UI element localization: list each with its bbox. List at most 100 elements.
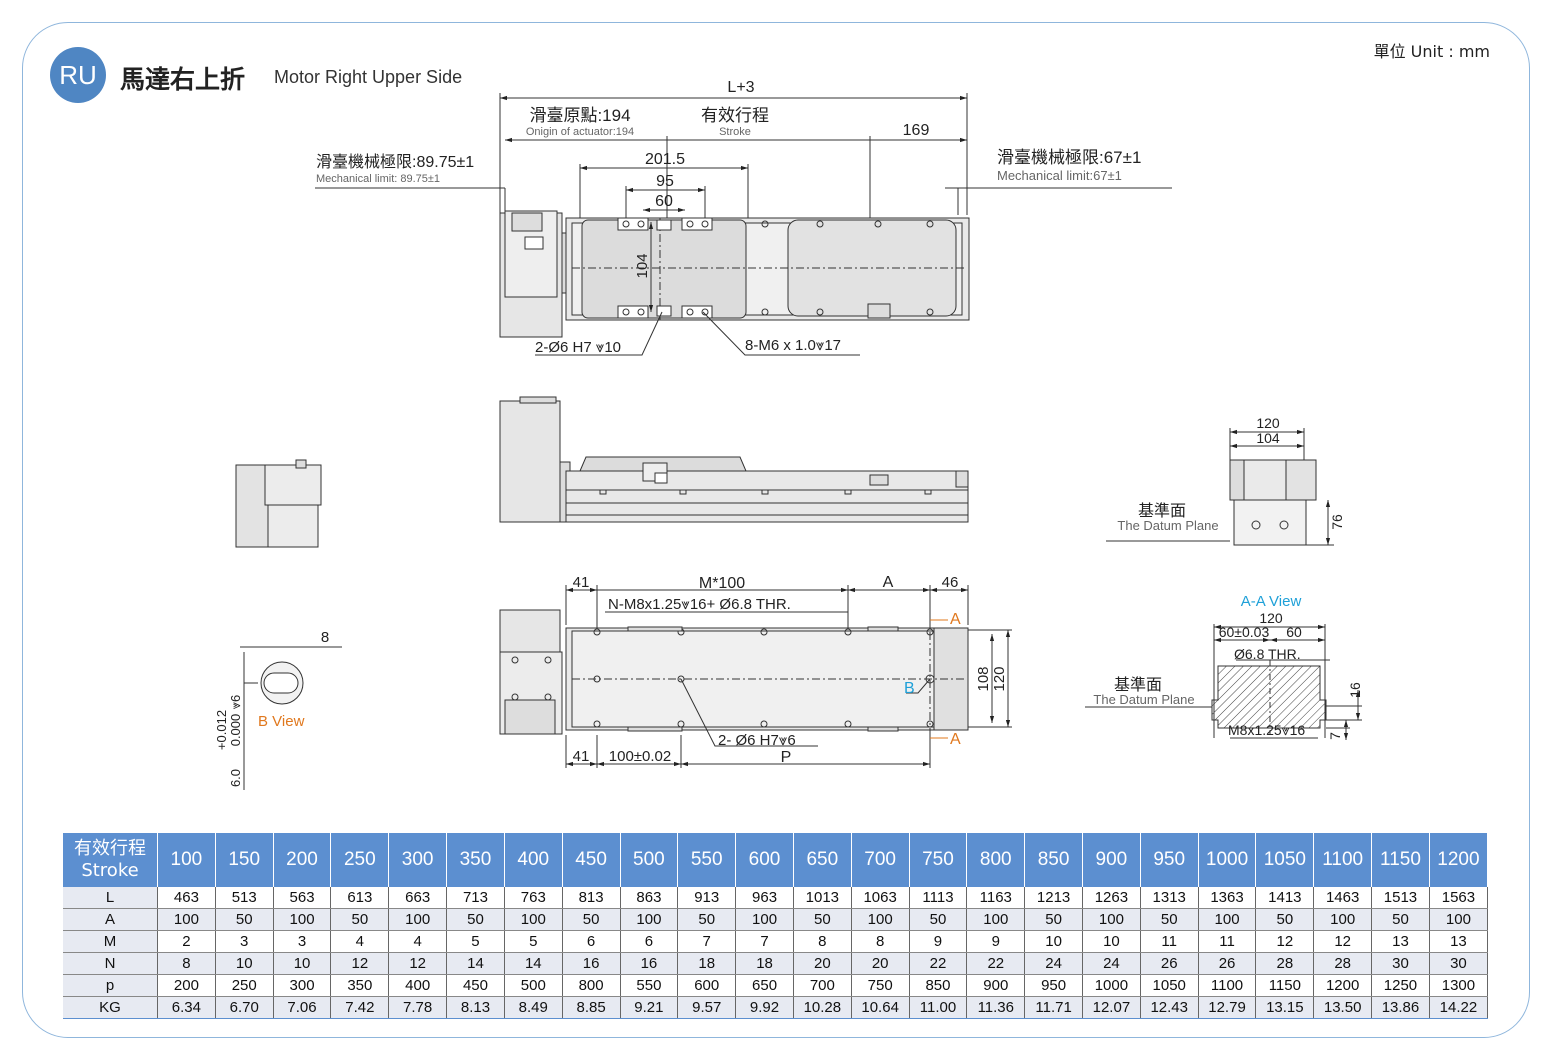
table-cell: 8.85 — [562, 996, 621, 1019]
table-cell: 26 — [1140, 952, 1199, 975]
carriage-top — [581, 219, 747, 319]
table-cell: 8.13 — [446, 996, 505, 1019]
table-cell: 913 — [677, 887, 737, 909]
label-bottom-46: 46 — [942, 574, 959, 591]
model-badge: RU — [50, 47, 106, 103]
table-cell: 663 — [388, 887, 448, 909]
table-cell: 1313 — [1140, 887, 1199, 909]
table-cell: 10.28 — [793, 996, 852, 1019]
label-aa-60-tol: 60±0.03 — [1219, 624, 1270, 640]
table-cell: 12.79 — [1198, 996, 1257, 1019]
label-end-76: 76 — [1329, 514, 1345, 530]
table-cell: 300 — [273, 974, 332, 997]
label-b-tol-bottom: 0.000 — [228, 714, 243, 747]
stroke-header-cell: 250 — [330, 833, 390, 887]
stroke-header-cell: 1100 — [1313, 833, 1373, 887]
table-cell: 10 — [1082, 930, 1141, 953]
row-label: p — [63, 974, 158, 997]
table-cell: 50 — [562, 908, 621, 931]
stroke-header-cell: 550 — [677, 833, 737, 887]
table-cell: 10 — [273, 952, 332, 975]
stroke-header-cell: 700 — [851, 833, 910, 887]
stroke-header-cell: 750 — [909, 833, 968, 887]
table-cell: 13.15 — [1255, 996, 1315, 1019]
table-cell: 1150 — [1255, 974, 1315, 997]
table-cell: 24 — [1024, 952, 1083, 975]
table-cell: 250 — [215, 974, 274, 997]
unit-label: 單位 Unit : mm — [1373, 42, 1490, 61]
spec-header-en: Stroke — [81, 860, 139, 881]
table-cell: 863 — [620, 887, 679, 909]
label-bottom-120: 120 — [991, 666, 1008, 691]
table-cell: 13 — [1371, 930, 1430, 953]
table-cell: 6 — [620, 930, 679, 953]
table-cell: 30 — [1429, 952, 1489, 975]
table-cell: 13.86 — [1371, 996, 1430, 1019]
table-cell: 22 — [909, 952, 968, 975]
label-b-depth: ⩔6 — [228, 695, 243, 710]
table-cell: 11.36 — [966, 996, 1026, 1019]
label-bottom-108: 108 — [975, 666, 992, 691]
table-cell: 1413 — [1255, 887, 1315, 909]
top-view-labels: L+3 滑臺原點:194 Onigin of actuator:194 有效行程… — [316, 79, 1141, 356]
table-cell: 6 — [562, 930, 621, 953]
table-cell: 14.22 — [1429, 996, 1489, 1019]
table-cell: 100 — [1198, 908, 1257, 931]
table-cell: 1063 — [851, 887, 910, 909]
table-cell: 20 — [851, 952, 910, 975]
label-mech-left-en: Mechanical limit: 89.75±1 — [316, 173, 440, 185]
table-cell: 100 — [388, 908, 448, 931]
label-end-datum-zh: 基準面 — [1138, 502, 1186, 520]
title-english: Motor Right Upper Side — [274, 67, 463, 87]
table-cell: 8 — [851, 930, 910, 953]
stroke-header-cell: 100 — [157, 833, 216, 887]
label-origin-zh: 滑臺原點:194 — [529, 106, 630, 125]
label-b-view: B View — [258, 713, 305, 730]
table-cell: 1363 — [1198, 887, 1257, 909]
label-aa-120: 120 — [1259, 610, 1283, 626]
table-cell: 9.57 — [677, 996, 737, 1019]
table-cell: 7.78 — [388, 996, 448, 1019]
table-cell: 463 — [157, 887, 216, 909]
table-cell: 28 — [1313, 952, 1373, 975]
label-stroke-en: Stroke — [719, 126, 751, 138]
table-cell: 14 — [504, 952, 563, 975]
stroke-header-cell: 950 — [1140, 833, 1199, 887]
table-cell: 50 — [1371, 908, 1430, 931]
table-cell: 12 — [388, 952, 448, 975]
label-b-dia: 6.0 — [228, 769, 243, 787]
table-cell: 513 — [215, 887, 274, 909]
table-cell: 4 — [330, 930, 390, 953]
table-cell: 700 — [793, 974, 852, 997]
table-cell: 12 — [1255, 930, 1315, 953]
label-pin-hole: 2-Ø6 H7 ⩔10 — [535, 339, 621, 356]
table-cell: 7 — [735, 930, 794, 953]
table-cell: 50 — [1024, 908, 1083, 931]
stroke-header-cell: 850 — [1024, 833, 1083, 887]
table-cell: 613 — [330, 887, 390, 909]
table-cell: 900 — [966, 974, 1026, 997]
table-cell: 1263 — [1082, 887, 1141, 909]
table-cell: 1563 — [1429, 887, 1489, 909]
spec-header-zh: 有效行程 — [74, 838, 146, 859]
table-cell: 1000 — [1082, 974, 1141, 997]
label-bottom-m100: M*100 — [699, 575, 745, 592]
table-cell: 7 — [677, 930, 737, 953]
table-cell: 950 — [1024, 974, 1083, 997]
label-aa-thr: Ø6.8 THR. — [1234, 646, 1301, 662]
table-cell: 9.21 — [620, 996, 679, 1019]
top-view — [315, 93, 1172, 356]
row-label: N — [63, 952, 158, 975]
table-cell: 813 — [562, 887, 621, 909]
aa-section-body — [1211, 665, 1327, 729]
table-cell: 100 — [735, 908, 794, 931]
label-aa-datum-zh: 基準面 — [1114, 676, 1162, 694]
table-cell: 1163 — [966, 887, 1026, 909]
table-cell: 12.07 — [1082, 996, 1141, 1019]
table-cell: 10 — [1024, 930, 1083, 953]
label-b-marker: B — [904, 680, 915, 697]
